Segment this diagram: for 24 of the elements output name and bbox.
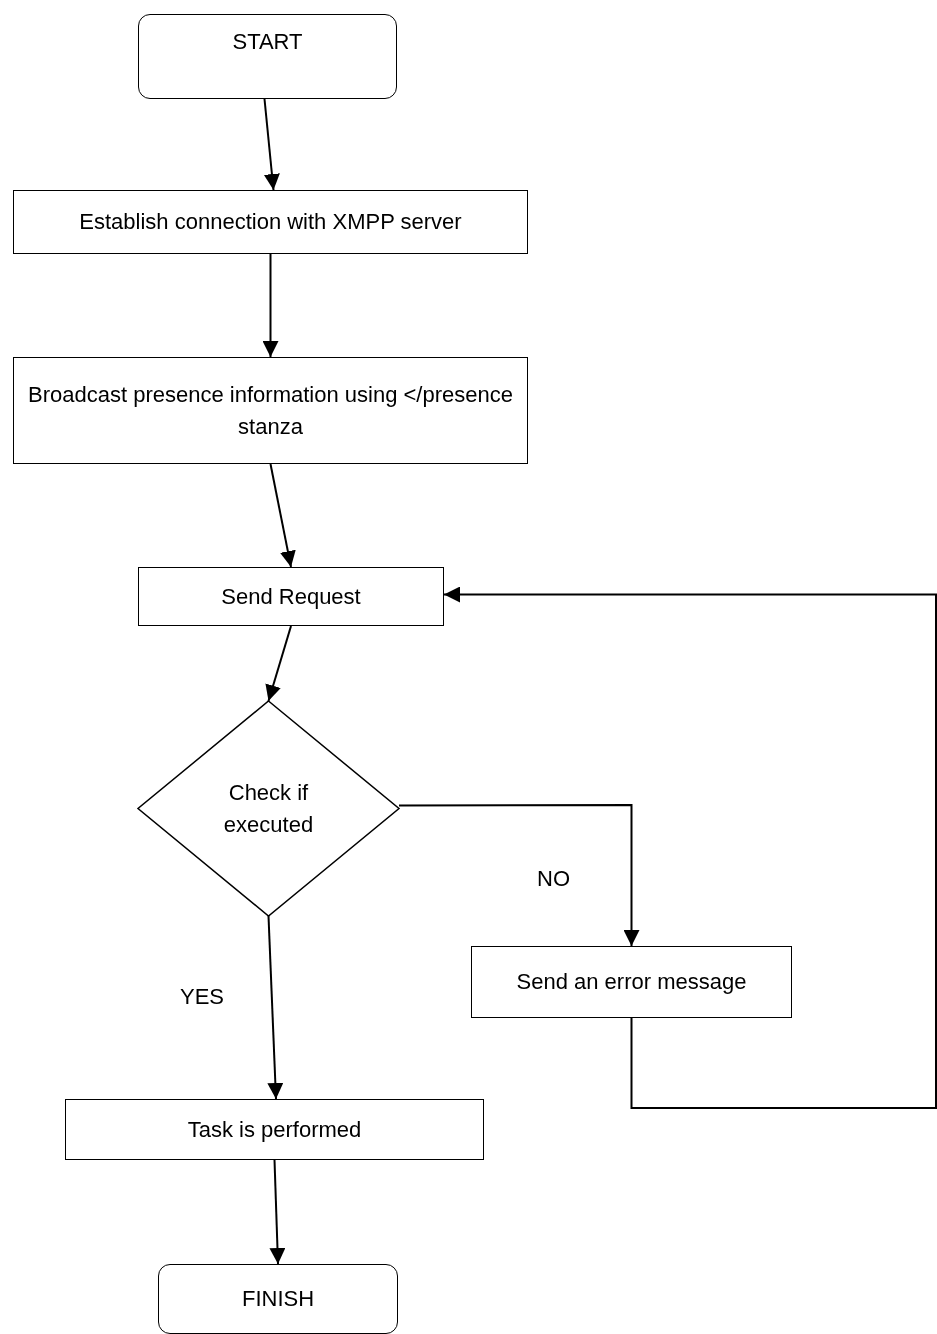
node-text: FINISH <box>241 1285 315 1314</box>
arrow <box>262 253 279 358</box>
node-text: Broadcast presence information using </presence stanza <box>27 380 514 441</box>
arrow <box>398 804 640 947</box>
terminal-box <box>158 1264 398 1334</box>
node-text: START <box>232 27 303 56</box>
node-text: Check if executed <box>222 778 315 839</box>
process-box <box>65 1099 484 1160</box>
terminal-box <box>138 14 397 99</box>
process-box <box>13 357 528 464</box>
process-box <box>471 946 792 1018</box>
arrow <box>443 586 937 1109</box>
arrow <box>269 1159 286 1265</box>
process-box <box>13 190 528 254</box>
node-text: Send Request <box>221 582 361 611</box>
arrow <box>267 915 284 1100</box>
arrow <box>269 463 296 568</box>
arrow <box>263 98 280 191</box>
process-box <box>138 567 444 626</box>
decision-diamond <box>138 701 399 916</box>
arrow <box>265 625 292 702</box>
node-text: Task is performed <box>187 1115 362 1144</box>
node-text: Send an error message <box>516 968 747 997</box>
node-text: Establish connection with XMPP server <box>79 208 462 237</box>
